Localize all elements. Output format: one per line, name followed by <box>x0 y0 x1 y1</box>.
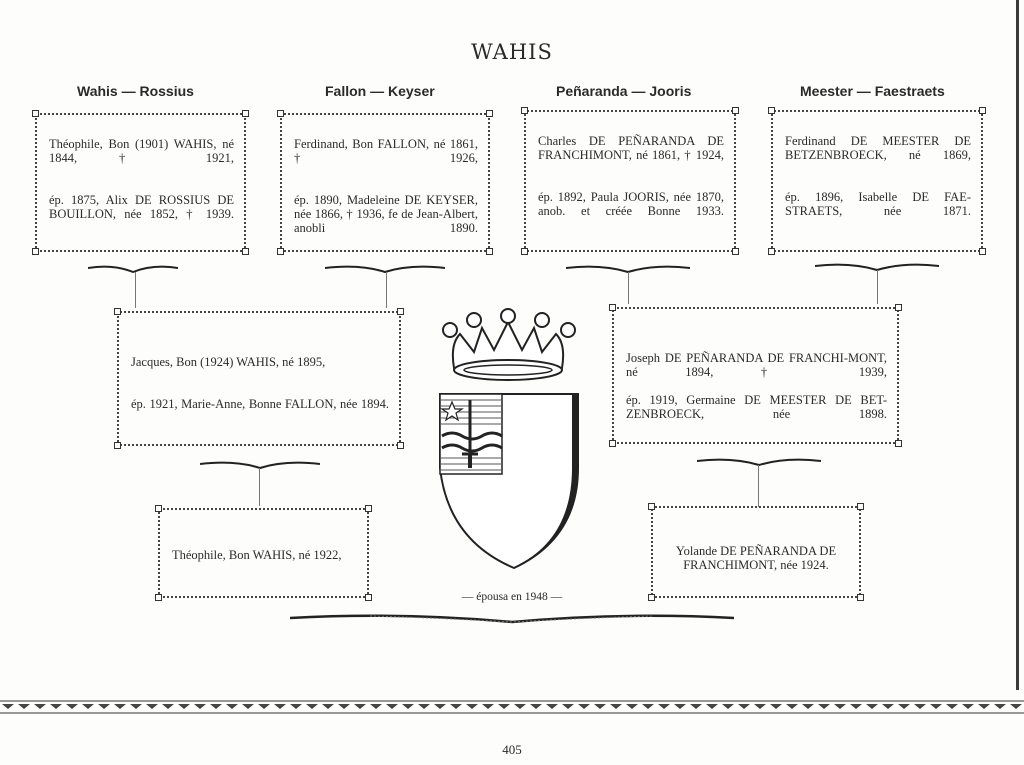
header-meester-faestraets: Meester — Faestraets <box>800 83 945 99</box>
box-theophile-wahis: Théophile, Bon WAHIS, né 1922, <box>155 505 372 601</box>
entry-theophile-1844: Théophile, Bon (1901) WAHIS, né 1844, † … <box>49 137 234 165</box>
entry-charles-penaranda: Charles DE PEÑARANDA DE FRANCHIMONT, né … <box>538 134 724 162</box>
entry-germaine-meester: ép. 1919, Germaine DE MEESTER DE BET-ZEN… <box>626 393 887 421</box>
entry-ferdinand-meester: Ferdinand DE MEESTER DE BETZENBROECK, né… <box>785 134 971 162</box>
connector-line <box>877 270 878 304</box>
coat-of-arms <box>439 308 579 570</box>
page-number: 405 <box>502 742 522 757</box>
header-wahis-rossius: Wahis — Rossius <box>77 83 194 99</box>
star-icon <box>440 400 464 422</box>
box-penaranda-jooris: Charles DE PEÑARANDA DE FRANCHIMONT, né … <box>521 107 739 255</box>
entry-madeleine-keyser: ép. 1890, Madeleine DE KEYSER, née 1866,… <box>294 193 478 235</box>
connector-line <box>758 465 759 507</box>
brace-5 <box>200 461 320 470</box>
entry-theophile-1922: Théophile, Bon WAHIS, né 1922, <box>172 548 342 562</box>
entry-jacques-wahis: Jacques, Bon (1924) WAHIS, né 1895, <box>131 355 326 369</box>
entry-joseph-penaranda: Joseph DE PEÑARANDA DE FRANCHI-MONT, né … <box>626 351 887 379</box>
header-fallon-keyser: Fallon — Keyser <box>325 83 435 99</box>
brace-2 <box>325 265 445 274</box>
connector-line <box>386 272 387 308</box>
sword-icon <box>462 400 478 468</box>
decorative-border <box>0 698 1024 718</box>
box-fallon-keyser: Ferdinand, Bon FALLON, né 1861, † 1926, … <box>277 110 493 255</box>
box-meester-faestraets: Ferdinand DE MEESTER DE BETZENBROECK, né… <box>768 107 986 255</box>
coronet-icon <box>442 308 576 381</box>
marriage-caption: — épousa en 1948 — <box>461 591 563 603</box>
brace-6 <box>697 458 821 467</box>
box-wahis-rossius: Théophile, Bon (1901) WAHIS, né 1844, † … <box>32 110 249 255</box>
box-joseph-penaranda: Joseph DE PEÑARANDA DE FRANCHI-MONT, né … <box>609 304 902 447</box>
page-title: WAHIS <box>471 40 553 64</box>
connector-line <box>259 468 260 506</box>
page-edge-line <box>1016 0 1019 690</box>
box-yolande-penaranda: Yolande DE PEÑARANDA DE FRANCHIMONT, née… <box>648 503 864 601</box>
entry-isabelle-faestraets: ép. 1896, Isabelle DE FAE-STRAETS, née 1… <box>785 190 971 218</box>
connector-line <box>135 272 136 308</box>
entry-alix-rossius: ép. 1875, Alix DE ROSSIUS DE BOUILLON, n… <box>49 193 234 221</box>
entry-yolande-penaranda: Yolande DE PEÑARANDA DE FRANCHIMONT, née… <box>675 544 837 572</box>
entry-paula-jooris: ép. 1892, Paula JOORIS, née 1870, anob. … <box>538 190 724 218</box>
header-penaranda-jooris: Peñaranda — Jooris <box>556 83 692 99</box>
wavy-bars <box>441 431 503 441</box>
shield-icon <box>439 393 579 570</box>
brace-1 <box>88 265 178 274</box>
entry-ferdinand-fallon: Ferdinand, Bon FALLON, né 1861, † 1926, <box>294 137 478 165</box>
entry-marie-anne-fallon: ép. 1921, Marie-Anne, Bonne FALLON, née … <box>131 397 389 411</box>
connector-line <box>628 272 629 304</box>
ornamental-flourish <box>290 614 734 624</box>
box-jacques-wahis: Jacques, Bon (1924) WAHIS, né 1895, ép. … <box>114 308 404 449</box>
